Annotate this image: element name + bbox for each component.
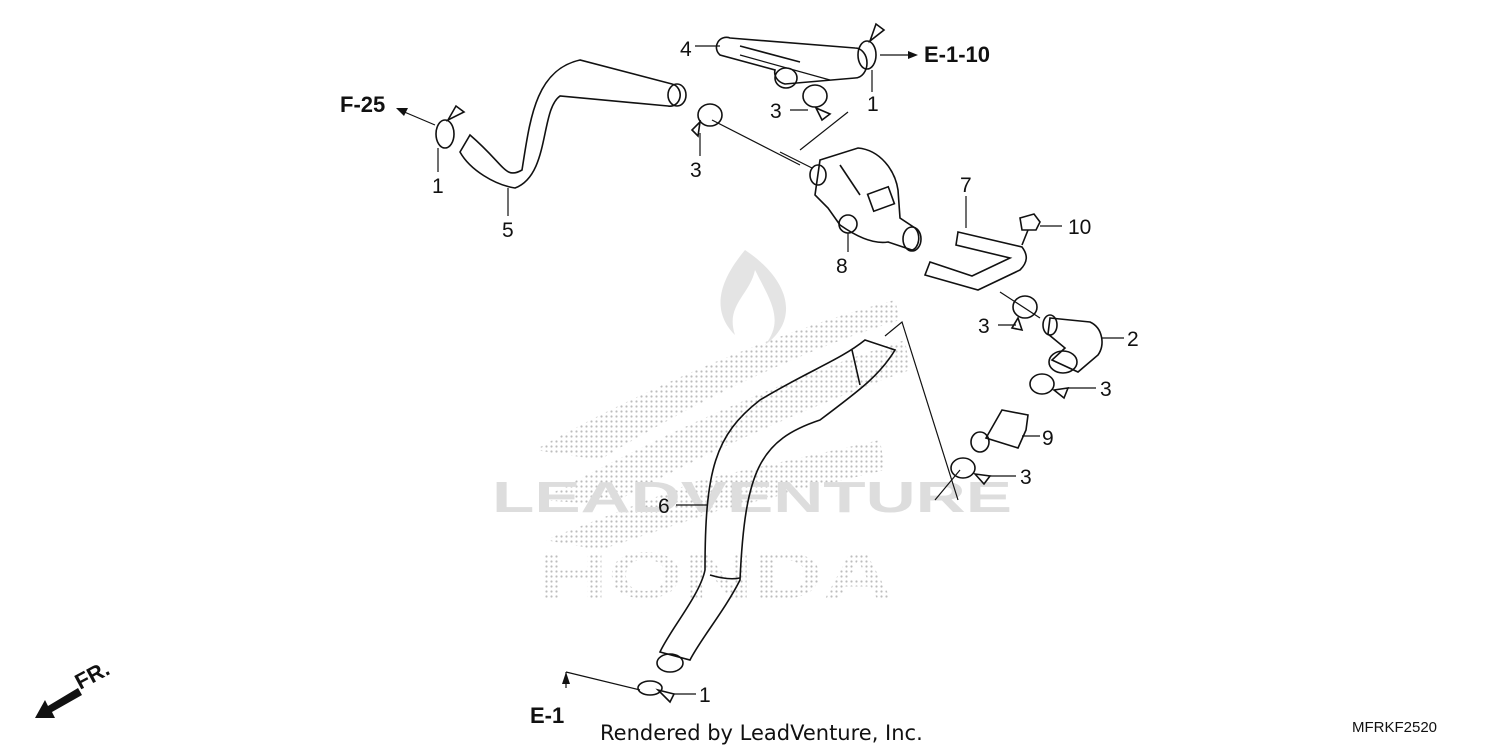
clamp-spring bbox=[1029, 373, 1070, 400]
callout-5: 5 bbox=[502, 219, 514, 242]
clamp-spring bbox=[1010, 295, 1038, 332]
hose-part-6 bbox=[656, 339, 897, 673]
callout-1: 1 bbox=[867, 93, 879, 116]
callout-3: 3 bbox=[1100, 378, 1112, 401]
callout-1: 1 bbox=[699, 684, 711, 707]
arrow-e1 bbox=[562, 672, 570, 684]
callout-3: 3 bbox=[1020, 466, 1032, 489]
clamp-ring bbox=[857, 22, 886, 70]
callout-7: 7 bbox=[960, 174, 972, 197]
callout-4: 4 bbox=[680, 38, 692, 61]
clamp-ring bbox=[435, 104, 466, 149]
rendered-by-text: Rendered by LeadVenture, Inc. bbox=[600, 721, 923, 745]
ref-e1[interactable]: E-1 bbox=[530, 703, 564, 728]
hose-part-5 bbox=[459, 59, 687, 189]
watermark-brand-text: LEADVENTURE bbox=[492, 473, 1012, 522]
leader-lines bbox=[437, 45, 1124, 695]
callout-3: 3 bbox=[690, 159, 702, 182]
callout-6: 6 bbox=[658, 495, 670, 518]
clamp-spring bbox=[950, 457, 992, 486]
callout-8: 8 bbox=[836, 255, 848, 278]
clamp-ring bbox=[637, 680, 676, 704]
ref-e110[interactable]: E-1-10 bbox=[924, 42, 990, 67]
callout-10: 10 bbox=[1068, 216, 1091, 239]
arrow-f25 bbox=[396, 108, 436, 126]
arrow-e110 bbox=[880, 51, 918, 59]
clamp-spring bbox=[802, 84, 832, 122]
diagram-code: MFRKF2520 bbox=[1352, 719, 1437, 736]
watermark-honda-text: HONDA bbox=[538, 538, 893, 612]
bolt-part-10 bbox=[1019, 213, 1041, 246]
pipe-part-7 bbox=[923, 231, 1028, 291]
hose-part-4 bbox=[715, 36, 868, 89]
front-direction-arrow-icon bbox=[35, 688, 82, 718]
honda-wing-logo bbox=[535, 250, 910, 550]
joint-part-9 bbox=[970, 409, 1029, 453]
callout-3: 3 bbox=[978, 315, 990, 338]
valve-part-8 bbox=[809, 147, 922, 252]
callout-3: 3 bbox=[770, 100, 782, 123]
callout-2: 2 bbox=[1127, 328, 1139, 351]
callout-1: 1 bbox=[432, 175, 444, 198]
clamp-spring bbox=[690, 103, 723, 138]
callout-9: 9 bbox=[1042, 427, 1054, 450]
ref-f25[interactable]: F-25 bbox=[340, 92, 385, 117]
elbow-part-2 bbox=[1042, 314, 1103, 374]
